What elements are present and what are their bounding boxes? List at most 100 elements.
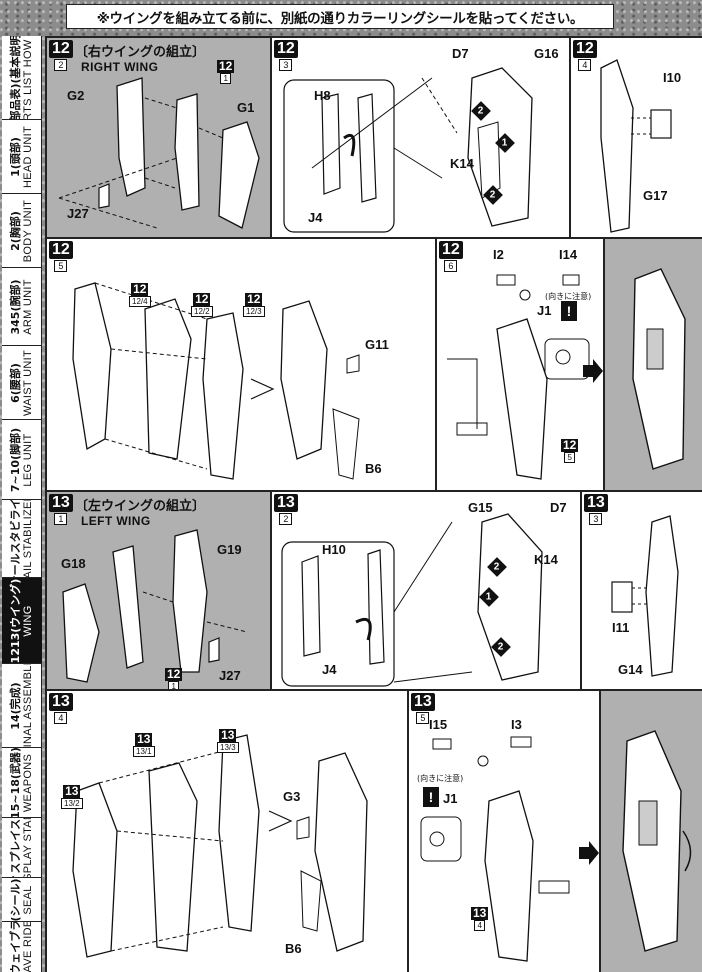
part-label: J27: [219, 668, 241, 683]
part-label: G3: [283, 789, 301, 804]
left-wing-step2-drawing: [281, 513, 543, 687]
tab-wing[interactable]: 1213(ウイング)WING: [2, 578, 42, 664]
part-label: H8: [314, 88, 331, 103]
tab-leg-unit[interactable]: 7~10(脚部)LEG UNIT: [2, 420, 42, 500]
part-label: G16: [534, 46, 559, 61]
tab-head-unit[interactable]: 1(頭部)HEAD UNIT: [2, 120, 42, 194]
left-wing-assembled-drawing: [622, 730, 692, 952]
part-label: G14: [618, 662, 643, 677]
left-wing-parts-drawing: [62, 529, 248, 683]
caution-icon: !: [561, 301, 577, 321]
right-wing-step3-drawing: [283, 67, 533, 233]
part-label: D7: [550, 500, 567, 515]
part-label: G18: [61, 556, 86, 571]
right-wing-step5-drawing: [72, 282, 360, 480]
tab-body-unit[interactable]: 2(胸部)BODY UNIT: [2, 194, 42, 268]
right-wing-assembled-drawing: [632, 268, 686, 470]
step-12-result-panel: [604, 238, 702, 491]
next-arrow-icon: [583, 359, 603, 383]
part-label: I11: [612, 620, 630, 635]
part-label: G15: [468, 500, 493, 515]
left-wing-step3-drawing: [611, 515, 679, 677]
left-wing-step5-drawing: [420, 736, 570, 962]
tab-seal[interactable]: (シール)SEAL: [2, 878, 42, 922]
part-label: G2: [67, 88, 85, 103]
part-label: K14: [534, 552, 558, 567]
part-label: J4: [322, 662, 337, 677]
right-wing-parts-drawing: [58, 77, 260, 229]
part-label: D7: [452, 46, 469, 61]
step-title-jp: 〔左ウイングの組立〕: [75, 499, 206, 514]
right-wing-step6-drawing: [447, 274, 590, 480]
part-label: G11: [365, 337, 389, 352]
caution-note: (向きに注意): [545, 292, 592, 301]
step-title-jp: 〔右ウイングの組立〕: [75, 45, 206, 60]
next-arrow-icon: [579, 841, 599, 865]
part-label: J27: [67, 206, 89, 221]
step-13-result-panel: [600, 690, 702, 972]
part-label: I2: [493, 247, 504, 262]
tab-display-stand[interactable]: 19(ディスプレイスタンド)DISPLAY STAND: [2, 818, 42, 878]
caution-note: (向きに注意): [417, 774, 464, 783]
part-label: I3: [511, 717, 522, 732]
caution-icon: !: [423, 787, 439, 807]
right-wing-step4-drawing: [600, 59, 672, 233]
part-label: I15: [429, 717, 448, 732]
tab-parts-list[interactable]: (部品表)(基本説明)PARTS LIST HOW TO: [2, 36, 42, 120]
tab-wave-rider[interactable]: 1~10(ウェイブライダー)WAVE RIDER: [9, 922, 34, 972]
part-label: G17: [643, 188, 668, 203]
tab-arm-unit[interactable]: 345(腕部)ARM UNIT: [2, 268, 42, 346]
tab-weapons[interactable]: 15~18(武器)WEAPONS: [2, 748, 42, 818]
step-title-en: RIGHT WING: [81, 60, 159, 74]
part-label: I14: [559, 247, 578, 262]
part-label: K14: [450, 156, 474, 171]
part-label: J1: [537, 303, 552, 318]
part-label: J4: [308, 210, 323, 225]
step-title-en: LEFT WING: [81, 514, 151, 528]
section-sidebar: (部品表)(基本説明)PARTS LIST HOW TO 1(頭部)HEAD U…: [2, 36, 42, 972]
tab-final-assemble[interactable]: 14(完成)FINAL ASSEMBLE: [2, 664, 42, 748]
part-label: G1: [237, 100, 255, 115]
part-label: B6: [365, 461, 382, 476]
tab-waist-unit[interactable]: 6(腰部)WAIST UNIT: [2, 346, 42, 420]
tab-tail-stabilizer[interactable]: 11(テールスタビライザー)TAIL STABILIZER: [2, 500, 42, 578]
part-label: G19: [217, 542, 242, 557]
part-label: H10: [322, 542, 346, 557]
left-wing-step4-drawing: [72, 734, 368, 958]
part-label: I10: [663, 70, 682, 85]
sticker-notice-banner: ※ウイングを組み立てる前に、別紙の通りカラーリングシールを貼ってください。: [66, 4, 614, 29]
part-label: J1: [443, 791, 458, 806]
part-label: B6: [285, 941, 302, 956]
